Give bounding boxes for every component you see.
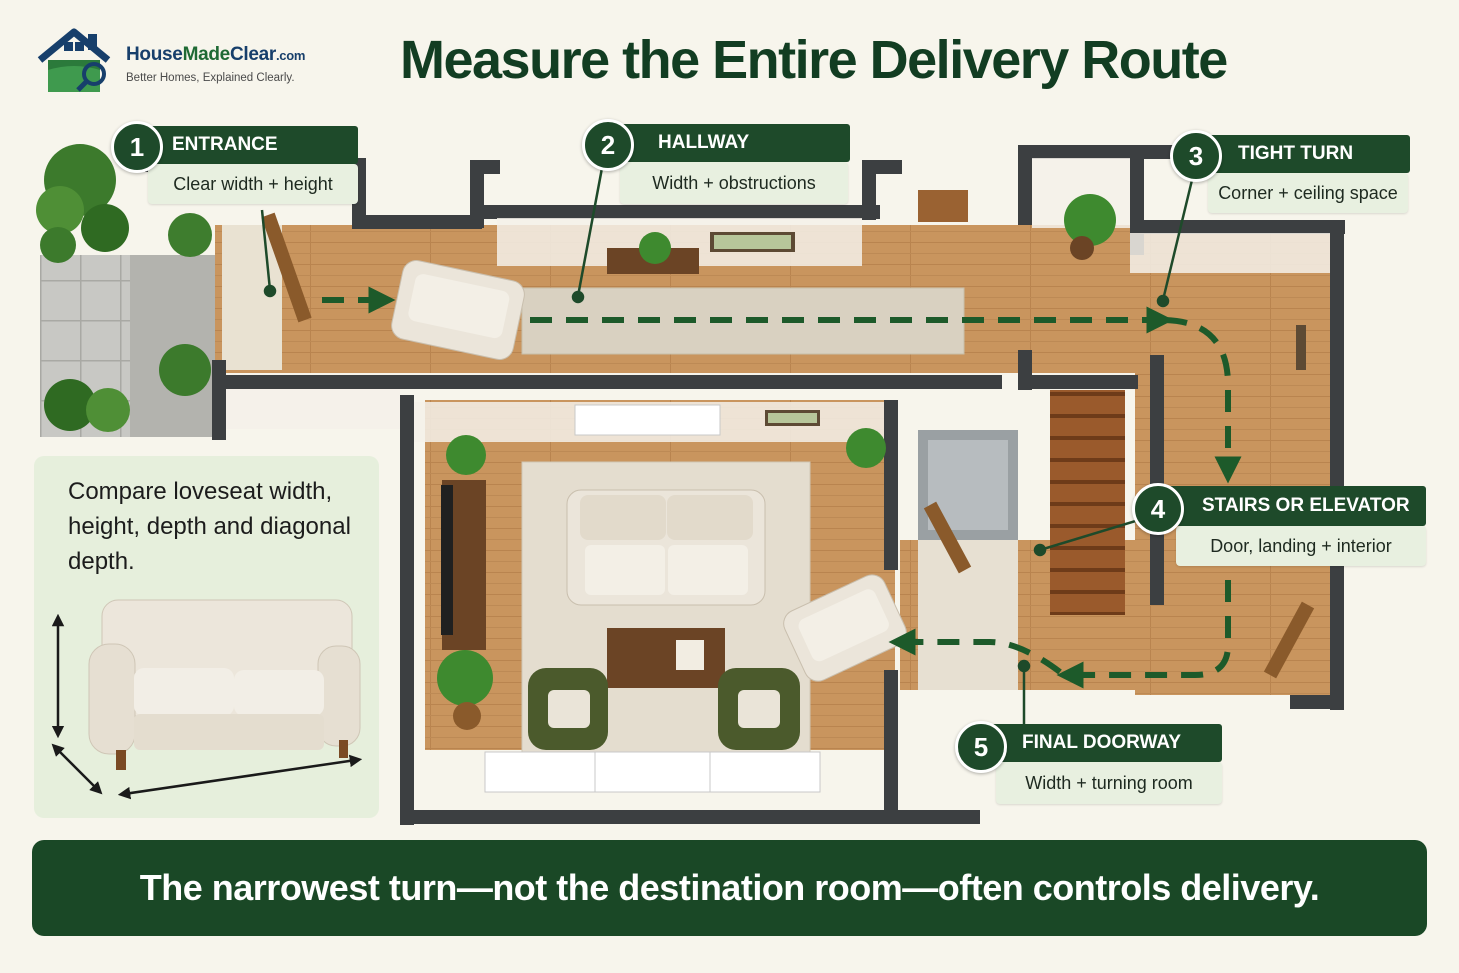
callout-entrance-detail: Clear width + height bbox=[148, 164, 358, 204]
brand-name: HouseMadeClear.com bbox=[126, 44, 305, 66]
brand-name-clear: Clear bbox=[229, 44, 276, 65]
callout-hallway-number: 2 bbox=[582, 119, 634, 171]
shrubs bbox=[36, 144, 212, 432]
callout-final-doorway-label: FINAL DOORWAY bbox=[988, 724, 1222, 762]
windows bbox=[484, 404, 821, 793]
loveseat-dimensions-illustration bbox=[51, 599, 363, 800]
leader-lines bbox=[260, 167, 1194, 735]
delivery-route bbox=[322, 286, 1242, 689]
doors bbox=[261, 190, 1315, 679]
callout-hallway-label: HALLWAY bbox=[612, 124, 850, 162]
final-loveseat bbox=[783, 574, 907, 682]
house-logo-icon bbox=[37, 28, 111, 92]
page-title: Measure the Entire Delivery Route bbox=[400, 30, 1228, 90]
callout-tight-turn-detail: Corner + ceiling space bbox=[1208, 173, 1408, 213]
stairs bbox=[1050, 390, 1125, 615]
brand-name-made: Made bbox=[182, 44, 231, 65]
callout-tight-turn-label: TIGHT TURN bbox=[1200, 135, 1410, 173]
walls bbox=[145, 145, 1345, 825]
brand-name-house: House bbox=[126, 44, 183, 65]
brand-tagline: Better Homes, Explained Clearly. bbox=[126, 72, 295, 84]
brand-name-tld: .com bbox=[275, 48, 306, 63]
compare-panel: Compare loveseat width, height, depth an… bbox=[34, 456, 379, 818]
banner-text: The narrowest turn—not the destination r… bbox=[139, 867, 1320, 908]
callout-final-doorway-detail: Width + turning room bbox=[996, 762, 1222, 804]
hallway-loveseat bbox=[391, 260, 525, 360]
coffee-table bbox=[607, 628, 725, 688]
callout-stairs-elevator-label: STAIRS OR ELEVATOR bbox=[1162, 486, 1426, 526]
bottom-banner: The narrowest turn—not the destination r… bbox=[32, 840, 1427, 936]
wall-art bbox=[710, 232, 1306, 426]
callout-stairs-elevator-number: 4 bbox=[1132, 483, 1184, 535]
entrance-landing bbox=[222, 225, 282, 370]
brand: HouseMadeClear.com Better Homes, Explain… bbox=[34, 26, 364, 96]
callout-hallway-detail: Width + obstructions bbox=[620, 162, 848, 204]
plants bbox=[437, 194, 1116, 730]
tv bbox=[441, 485, 453, 635]
sofa bbox=[566, 489, 766, 606]
armchairs bbox=[528, 668, 800, 750]
callout-final-doorway-number: 5 bbox=[955, 721, 1007, 773]
callout-tight-turn-number: 3 bbox=[1170, 130, 1222, 182]
compare-note: Compare loveseat width, height, depth an… bbox=[68, 478, 351, 575]
callout-entrance-number: 1 bbox=[111, 121, 163, 173]
callout-entrance-label: ENTRANCE bbox=[140, 126, 358, 164]
callout-stairs-elevator-detail: Door, landing + interior bbox=[1176, 526, 1426, 566]
